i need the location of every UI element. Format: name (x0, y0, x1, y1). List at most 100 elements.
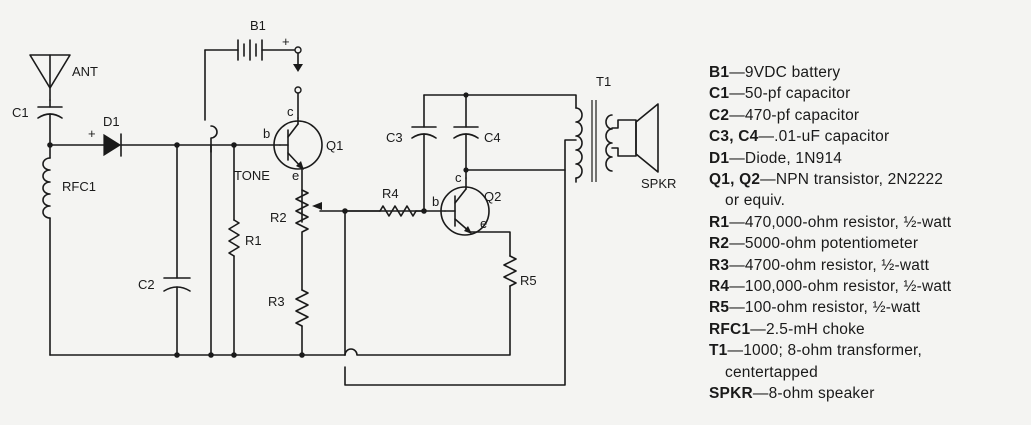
part-dash: — (729, 213, 745, 231)
part-desc-continued: or equiv. (725, 192, 786, 210)
label-q2-e: e (480, 216, 487, 231)
label-c1: C1 (12, 105, 29, 120)
part-dash: — (729, 149, 745, 167)
label-r2: R2 (270, 210, 287, 225)
part-desc: NPN transistor, 2N2222 (775, 171, 944, 189)
part-ref: T1 (709, 342, 728, 360)
label-c4: C4 (484, 130, 501, 145)
part-desc: 8-ohm speaker (768, 385, 875, 403)
parts-list-item: R2—5000-ohm potentiometer (709, 233, 1027, 254)
label-r5: R5 (520, 273, 537, 288)
label-rfc1: RFC1 (62, 179, 96, 194)
label-c3: C3 (386, 130, 403, 145)
label-q2-b: b (432, 194, 439, 209)
part-ref: SPKR (709, 385, 753, 403)
part-desc: Diode, 1N914 (744, 149, 843, 167)
part-ref: C1 (709, 85, 730, 103)
part-desc: 470-pf capacitor (744, 106, 860, 124)
label-q1-e: e (292, 168, 299, 183)
parts-list-item: R3—4700-ohm resistor, ½-watt (709, 255, 1027, 276)
parts-list-item: C1—50-pf capacitor (709, 83, 1027, 104)
part-ref: R3 (709, 256, 730, 274)
part-desc: 9VDC battery (744, 64, 841, 81)
label-d1: D1 (103, 114, 120, 129)
capacitor-c1 (37, 99, 63, 146)
parts-list-item: D1—Diode, 1N914 (709, 148, 1027, 169)
resistor-r4 (344, 205, 446, 356)
diode-d1 (49, 133, 281, 157)
label-q1-b: b (263, 126, 270, 141)
part-dash: — (729, 64, 745, 81)
transistor-q2 (440, 177, 511, 257)
resistor-r3 (295, 289, 309, 356)
part-dash: — (750, 320, 766, 338)
label-q1-c: c (287, 104, 294, 119)
parts-list-item: R5—100-ohm resistor, ½-watt (709, 297, 1027, 318)
part-desc: 470,000-ohm resistor, ½-watt (744, 213, 952, 231)
part-desc: 2.5-mH choke (765, 320, 865, 338)
part-ref: RFC1 (709, 320, 751, 338)
resistor-r5 (503, 255, 517, 287)
part-desc: 4700-ohm resistor, ½-watt (744, 256, 930, 274)
label-b1-plus: + (282, 34, 290, 49)
part-dash: — (729, 299, 745, 317)
part-desc: 50-pf capacitor (744, 85, 851, 103)
capacitor-c3 (411, 94, 437, 212)
label-d1-plus: + (88, 126, 96, 141)
parts-list-item: RFC1—2.5-mH choke (709, 319, 1027, 340)
part-ref: D1 (709, 149, 730, 167)
label-r4: R4 (382, 186, 399, 201)
battery-b1 (204, 39, 302, 356)
label-q2-c: c (455, 170, 462, 185)
potentiometer-r2 (295, 189, 425, 291)
part-ref: R5 (709, 299, 730, 317)
label-r1: R1 (245, 233, 262, 248)
label-spkr: SPKR (641, 176, 676, 191)
parts-list-item: R1—470,000-ohm resistor, ½-watt (709, 212, 1027, 233)
inductor-rfc1 (42, 144, 51, 356)
transformer-t1 (575, 100, 613, 183)
part-dash: — (727, 342, 744, 360)
part-dash: — (758, 128, 775, 146)
label-ant: ANT (72, 64, 98, 79)
part-desc: 100-ohm resistor, ½-watt (744, 299, 921, 317)
part-desc-continued: centertapped (725, 363, 818, 381)
part-ref: B1 (709, 64, 730, 81)
part-ref: R2 (709, 235, 730, 253)
antenna-symbol (29, 54, 71, 101)
part-ref: C3, C4 (709, 128, 759, 146)
parts-list-item: B1—9VDC battery (709, 62, 1027, 83)
label-b1: B1 (250, 18, 266, 33)
label-q2: Q2 (484, 189, 501, 204)
parts-list-item: SPKR—8-ohm speaker (709, 383, 1027, 404)
label-q1: Q1 (326, 138, 343, 153)
part-dash: — (760, 171, 776, 189)
part-dash: — (729, 106, 745, 124)
parts-list-item: T1—1000; 8-ohm transformer, centertapped (709, 340, 1027, 383)
capacitor-c4 (453, 94, 479, 179)
part-dash: — (729, 85, 745, 103)
part-desc: 100,000-ohm resistor, ½-watt (744, 278, 952, 296)
part-desc: 5000-ohm potentiometer (744, 235, 919, 253)
schematic-diagram: ANT C1 RFC1 D1 + C2 (12, 18, 676, 386)
part-ref: R4 (709, 278, 730, 296)
parts-list-item: C2—470-pf capacitor (709, 105, 1027, 126)
parts-list-item: R4—100,000-ohm resistor, ½-watt (709, 276, 1027, 297)
label-tone: TONE (234, 168, 270, 183)
part-ref: Q1, Q2 (709, 171, 761, 189)
label-c2: C2 (138, 277, 155, 292)
parts-list-item: C3, C4—.01-uF capacitor (709, 126, 1027, 147)
part-dash: — (752, 385, 769, 403)
part-ref: R1 (709, 213, 730, 231)
resistor-r1 (228, 144, 240, 356)
part-ref: C2 (709, 106, 730, 124)
part-dash: — (729, 256, 745, 274)
switch-contacts (293, 52, 303, 119)
part-desc: 1000; 8-ohm transformer, (743, 342, 923, 360)
part-dash: — (729, 278, 745, 296)
part-desc: .01-uF capacitor (774, 128, 890, 146)
part-dash: — (729, 235, 745, 253)
speaker-icon (611, 103, 659, 173)
label-t1: T1 (596, 74, 611, 89)
